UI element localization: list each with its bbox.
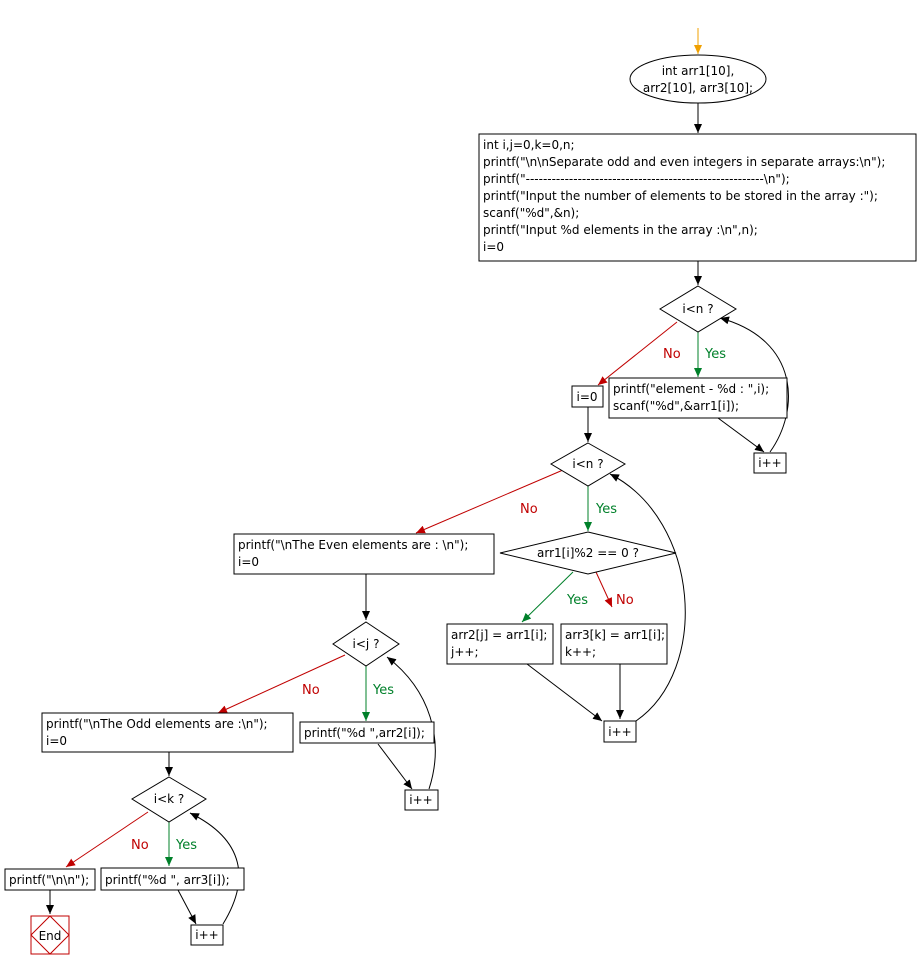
newline-label: printf("\n\n"); — [9, 873, 89, 887]
inc4-label: i++ — [195, 928, 218, 942]
end-label: End — [39, 929, 62, 943]
edge-even-inc2 — [526, 663, 603, 722]
edge-read-inc1 — [717, 417, 765, 453]
node-inc2: i++ — [603, 720, 637, 743]
even-header-line-2: i=0 — [238, 555, 259, 569]
cond5-label: i<k ? — [154, 792, 185, 806]
edge-cond3-no — [595, 571, 613, 608]
odd-header-line-1: printf("\nThe Odd elements are :\n"); — [46, 717, 268, 731]
cond5-yes-label: Yes — [175, 838, 197, 853]
print-odd-label: printf("%d ", arr3[i]); — [105, 873, 230, 887]
init-line-4: printf("Input the number of elements to … — [483, 189, 878, 203]
edge-cond4-no — [217, 654, 346, 714]
even-assign-line-2: j++; — [450, 645, 479, 659]
edge-inc2-loop — [609, 473, 686, 722]
cond1-yes-label: Yes — [704, 347, 726, 362]
cond5-no-label: No — [131, 838, 149, 853]
cond2-yes-label: Yes — [595, 502, 617, 517]
node-read: printf("element - %d : ",i); scanf("%d",… — [608, 377, 788, 419]
cond4-no-label: No — [302, 683, 320, 698]
node-inc3: i++ — [404, 789, 439, 811]
edge-cond1-no — [597, 321, 678, 386]
node-inc1: i++ — [753, 452, 787, 474]
inc3-label: i++ — [409, 793, 432, 807]
node-cond3: arr1[i]%2 == 0 ? — [499, 531, 677, 575]
edge-cond5-no — [65, 811, 149, 868]
cond3-yes-label: Yes — [566, 593, 588, 608]
init-line-6: printf("Input %d elements in the array :… — [483, 223, 758, 237]
inc2-label: i++ — [608, 725, 631, 739]
branch-labels: Yes No Yes No Yes No Yes No Yes No — [131, 347, 726, 853]
cond3-no-label: No — [616, 593, 634, 608]
edge-cond3-yes — [521, 571, 574, 623]
node-newline: printf("\n\n"); — [4, 868, 96, 891]
init-line-3: printf("--------------------------------… — [483, 172, 790, 186]
init-line-5: scanf("%d",&n); — [483, 206, 579, 220]
odd-header-line-2: i=0 — [46, 734, 67, 748]
edge-cond2-no — [415, 469, 564, 534]
edge-printeven-inc3 — [377, 743, 413, 790]
cond2-no-label: No — [520, 502, 538, 517]
node-odd-assign: arr3[k] = arr1[i]; k++; — [560, 623, 668, 665]
cond3-label: arr1[i]%2 == 0 ? — [537, 546, 639, 560]
reset1-label: i=0 — [576, 390, 597, 404]
node-cond5: i<k ? — [131, 776, 207, 823]
node-cond1: i<n ? — [659, 285, 737, 333]
node-even-assign: arr2[j] = arr1[i]; j++; — [446, 623, 554, 665]
odd-assign-line-2: k++; — [565, 645, 596, 659]
node-end: End — [30, 915, 70, 955]
odd-assign-line-1: arr3[k] = arr1[i]; — [565, 628, 665, 642]
even-assign-line-1: arr2[j] = arr1[i]; — [451, 628, 547, 642]
edge-inc4-loop — [189, 812, 240, 925]
init-line-2: printf("\n\nSeparate odd and even intege… — [483, 155, 885, 169]
node-inc4: i++ — [190, 924, 224, 946]
edge-printodd-inc4 — [177, 889, 197, 925]
node-print-even: printf("%d ",arr2[i]); — [299, 721, 435, 744]
node-print-odd: printf("%d ", arr3[i]); — [100, 867, 245, 891]
read-line-2: scanf("%d",&arr1[i]); — [613, 399, 739, 413]
cond4-label: i<j ? — [353, 637, 380, 651]
connectors — [46, 28, 789, 925]
cond2-label: i<n ? — [572, 457, 603, 471]
inc1-label: i++ — [758, 456, 781, 470]
node-reset1: i=0 — [571, 385, 604, 408]
cond1-label: i<n ? — [682, 302, 713, 316]
start-line-2: arr2[10], arr3[10]; — [643, 81, 753, 95]
node-print-even-header: printf("\nThe Even elements are : \n"); … — [233, 533, 495, 575]
cond4-yes-label: Yes — [372, 683, 394, 698]
init-line-7: i=0 — [483, 240, 504, 254]
node-print-odd-header: printf("\nThe Odd elements are :\n"); i=… — [41, 712, 294, 753]
init-line-1: int i,j=0,k=0,n; — [483, 138, 575, 152]
node-start: int arr1[10], arr2[10], arr3[10]; — [629, 54, 767, 104]
read-line-1: printf("element - %d : ",i); — [613, 382, 769, 396]
node-init: int i,j=0,k=0,n; printf("\n\nSeparate od… — [478, 133, 917, 262]
even-header-line-1: printf("\nThe Even elements are : \n"); — [238, 538, 468, 552]
start-line-1: int arr1[10], — [662, 64, 735, 78]
node-cond4: i<j ? — [332, 621, 400, 667]
edge-inc3-loop — [386, 656, 436, 790]
cond1-no-label: No — [663, 347, 681, 362]
node-cond2: i<n ? — [550, 442, 626, 487]
print-even-label: printf("%d ",arr2[i]); — [304, 726, 425, 740]
